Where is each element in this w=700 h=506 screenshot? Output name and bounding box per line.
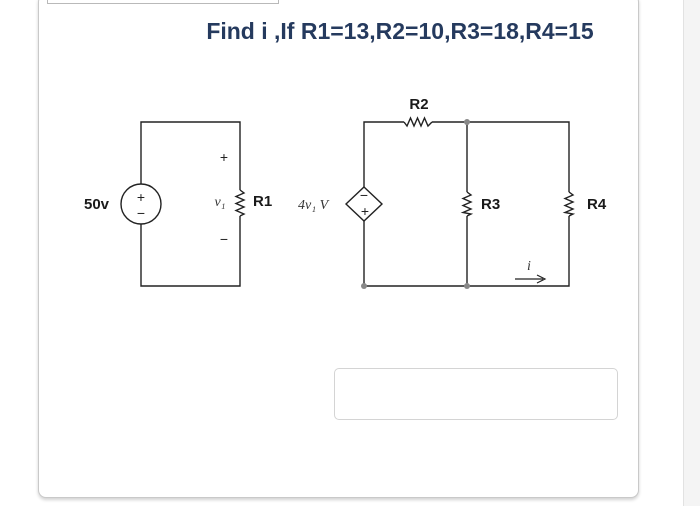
node-bottom-right — [464, 283, 470, 289]
dep-source-label: 4v₁ V — [298, 198, 330, 213]
source-minus-sign: − — [137, 205, 145, 221]
dep-source-minus-sign: − — [360, 187, 368, 203]
v1-minus-sign: − — [220, 231, 228, 247]
r4-label: R4 — [587, 196, 607, 213]
dependent-voltage-source: − + — [344, 186, 384, 222]
current-arrow — [515, 274, 547, 284]
r4-resistor — [562, 191, 576, 217]
r3-label: R3 — [481, 196, 500, 213]
left-loop-wire — [140, 121, 241, 190]
source-plus-sign: + — [137, 189, 145, 205]
left-loop-bottom-wire — [140, 216, 241, 287]
voltage-source: + − — [120, 183, 162, 225]
node-top — [464, 119, 470, 125]
r4-bottom-wire — [467, 216, 570, 287]
node-bottom-left — [361, 283, 367, 289]
r2-resistor — [403, 116, 433, 128]
top-right-wire — [432, 121, 570, 192]
bottom-right-wire — [363, 216, 468, 287]
r3-resistor — [460, 191, 474, 217]
question-title: Find i ,If R1=13,R2=10,R3=18,R4=15 — [206, 18, 594, 44]
answer-input[interactable] — [334, 368, 618, 420]
scrollbar-track[interactable] — [683, 0, 700, 506]
source-label: 50v — [84, 196, 110, 213]
r1-label: R1 — [253, 193, 272, 210]
v1-label: v₁ — [214, 195, 225, 210]
r1-resistor — [234, 189, 246, 217]
dep-source-plus-sign: + — [361, 203, 369, 219]
current-label: i — [527, 259, 531, 274]
dep-source-top-wire — [363, 121, 404, 187]
v1-plus-sign: + — [220, 149, 228, 165]
top-tab — [47, 0, 279, 4]
r2-label: R2 — [409, 96, 428, 113]
